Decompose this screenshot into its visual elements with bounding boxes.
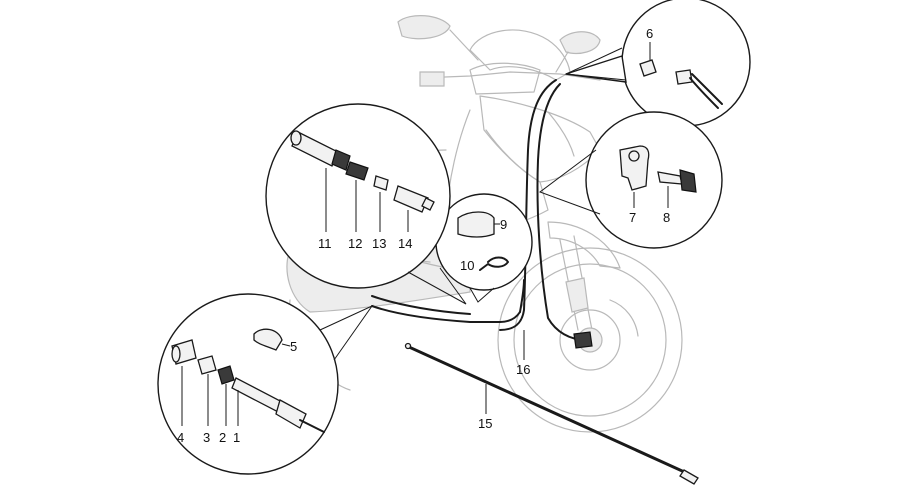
callout-labels: 1 2 3 4 5 6 7 8 9 10 11 12 13 14 15 16 <box>177 26 670 445</box>
callout-13: 13 <box>372 236 386 251</box>
callout-16: 16 <box>516 362 530 377</box>
detail-bubble-upper-left <box>265 103 467 305</box>
callout-2: 2 <box>219 430 226 445</box>
cable-routing <box>371 79 593 349</box>
callout-10: 10 <box>460 258 474 273</box>
callout-8: 8 <box>663 210 670 225</box>
speedometer-cable-15 <box>404 342 699 485</box>
detail-bubble-top <box>564 0 751 127</box>
callout-14: 14 <box>398 236 412 251</box>
callout-5: 5 <box>290 339 297 354</box>
callout-11: 11 <box>318 236 332 251</box>
callout-15: 15 <box>478 416 492 431</box>
callout-1: 1 <box>233 430 240 445</box>
callout-9: 9 <box>500 217 507 232</box>
detail-bubble-lower-left <box>157 293 374 475</box>
callout-6: 6 <box>646 26 653 41</box>
callout-12: 12 <box>348 236 362 251</box>
callout-3: 3 <box>203 430 210 445</box>
callout-4: 4 <box>177 430 184 445</box>
detail-bubble-right <box>538 111 723 249</box>
callout-7: 7 <box>629 210 636 225</box>
